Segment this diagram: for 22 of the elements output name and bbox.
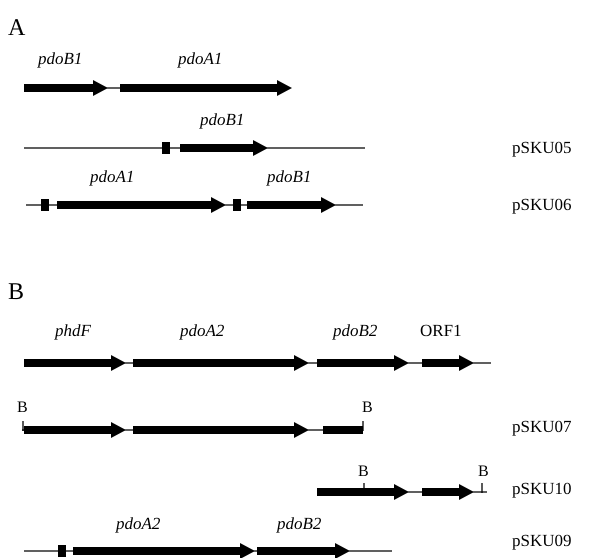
site-label: B bbox=[478, 464, 489, 480]
gene-label: pdoB1 bbox=[267, 168, 312, 185]
site-label: B bbox=[362, 400, 373, 416]
gene-label: pdoB1 bbox=[200, 111, 244, 128]
panel-letter: B bbox=[8, 280, 24, 304]
plasmid-label: pSKU06 bbox=[512, 196, 572, 213]
gene-label: phdF bbox=[55, 322, 91, 339]
site-label: B bbox=[358, 464, 369, 480]
plasmid-label: pSKU05 bbox=[512, 139, 572, 156]
plasmid-label: pSKU09 bbox=[512, 532, 572, 549]
plasmid-label: pSKU10 bbox=[512, 480, 572, 497]
gene-label: pdoB1 bbox=[38, 50, 82, 67]
gene-label: pdoB2 bbox=[333, 322, 378, 339]
gene-label: pdoA2 bbox=[180, 322, 224, 339]
panel-letter: A bbox=[8, 16, 26, 40]
gene-label: pdoA2 bbox=[116, 515, 160, 532]
gene-label: pdoA1 bbox=[90, 168, 134, 185]
plasmid-label: pSKU07 bbox=[512, 418, 572, 435]
plasmid-label: ORF1 bbox=[420, 322, 462, 339]
gene-label: pdoA1 bbox=[178, 50, 222, 67]
site-label: B bbox=[17, 400, 28, 416]
gene-label: pdoB2 bbox=[277, 515, 322, 532]
